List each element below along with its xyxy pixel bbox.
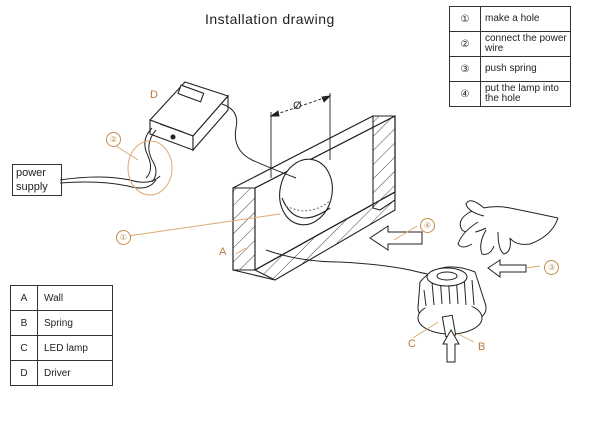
part-name: Wall (37, 285, 113, 311)
step-row: ③ push spring (449, 56, 571, 82)
step-number: ④ (449, 81, 481, 107)
step-number: ② (449, 31, 481, 57)
step-row: ④ put the lamp into the hole (449, 81, 571, 107)
step-row: ② connect the power wire (449, 31, 571, 57)
parts-legend-table: A Wall B Spring C LED lamp D Driver (10, 285, 113, 386)
wires (59, 103, 441, 277)
leader-lines (115, 145, 541, 343)
wall-panel (232, 115, 396, 281)
insert-arrow (369, 225, 423, 251)
label-b: B (478, 341, 486, 353)
push-arrow (487, 259, 527, 278)
part-row: D Driver (10, 360, 113, 386)
step-text: put the lamp into the hole (480, 81, 571, 107)
part-key: B (10, 310, 38, 336)
callout-four: ④ (420, 218, 435, 233)
step-text: push spring (480, 56, 571, 82)
callout-one: ① (116, 230, 131, 245)
steps-legend-table: ① make a hole ② connect the power wire ③… (449, 6, 571, 107)
part-row: A Wall (10, 285, 113, 311)
step-number: ③ (449, 56, 481, 82)
part-name: Driver (37, 360, 113, 386)
part-key: D (10, 360, 38, 386)
part-key: C (10, 335, 38, 361)
part-name: LED lamp (37, 335, 113, 361)
part-row: B Spring (10, 310, 113, 336)
label-a: A (219, 246, 227, 258)
step-text: make a hole (480, 6, 571, 32)
step-row: ① make a hole (449, 6, 571, 32)
callout-two: ② (106, 132, 121, 147)
step-number: ① (449, 6, 481, 32)
part-key: A (10, 285, 38, 311)
hand (457, 200, 559, 255)
led-lamp (417, 266, 487, 338)
step-text: connect the power wire (480, 31, 571, 57)
part-name: Spring (37, 310, 113, 336)
spring-arrow (442, 328, 460, 363)
label-d: D (150, 89, 158, 101)
diameter-label: Ø (293, 100, 302, 112)
label-c: C (408, 338, 416, 350)
part-row: C LED lamp (10, 335, 113, 361)
driver-box (149, 81, 229, 152)
power-supply-label: power supply (12, 164, 62, 196)
diameter-dimension (269, 93, 332, 178)
diagram-title: Installation drawing (205, 11, 335, 27)
callout-three: ③ (544, 260, 559, 275)
